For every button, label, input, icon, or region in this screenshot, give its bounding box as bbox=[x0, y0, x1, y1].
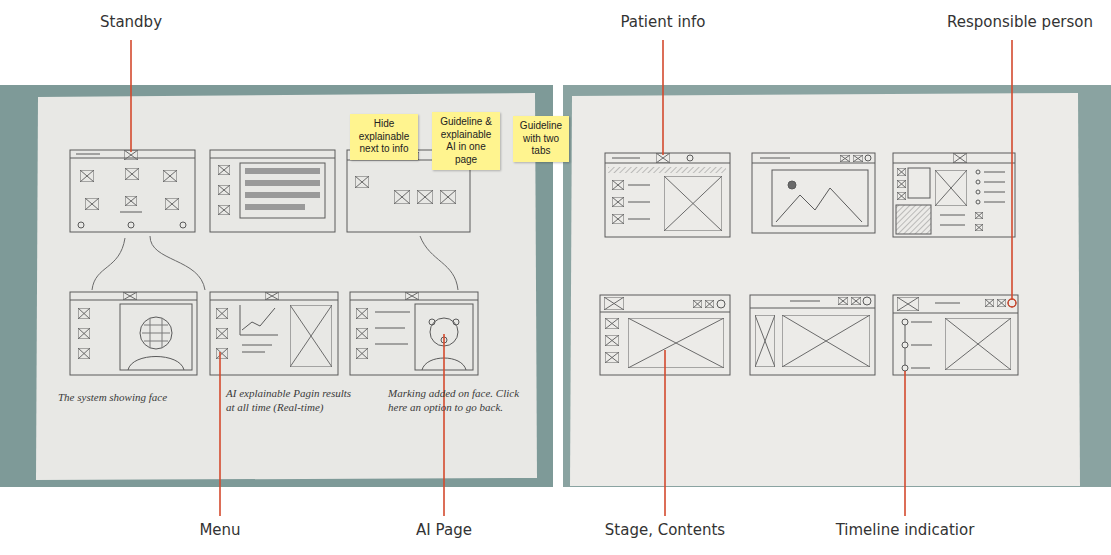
callout-label: Responsible person bbox=[947, 13, 1093, 31]
handwritten-note: Marking added on face. Click here an opt… bbox=[388, 386, 528, 415]
callout-label: Patient info bbox=[620, 13, 705, 31]
callout-label: Stage, Contents bbox=[605, 521, 725, 539]
sticky-note: Guideline with two tabs bbox=[513, 116, 569, 162]
callout-label: AI Page bbox=[416, 521, 472, 539]
note-text: Guideline & explainable AI in one page bbox=[435, 116, 497, 166]
note-text: Guideline with two tabs bbox=[516, 120, 566, 158]
note-text: Hide explainable next to info bbox=[353, 118, 415, 156]
callout-label: Timeline indicatior bbox=[836, 521, 975, 539]
handwritten-note: AI explainable Pagin results at all time… bbox=[226, 386, 361, 415]
sticky-note: Hide explainable next to info bbox=[350, 114, 418, 160]
handwritten-note: The system showing face bbox=[58, 390, 198, 404]
callout-label: Standby bbox=[100, 13, 162, 31]
callout-label: Menu bbox=[199, 521, 240, 539]
sticky-note: Guideline & explainable AI in one page bbox=[432, 112, 500, 170]
